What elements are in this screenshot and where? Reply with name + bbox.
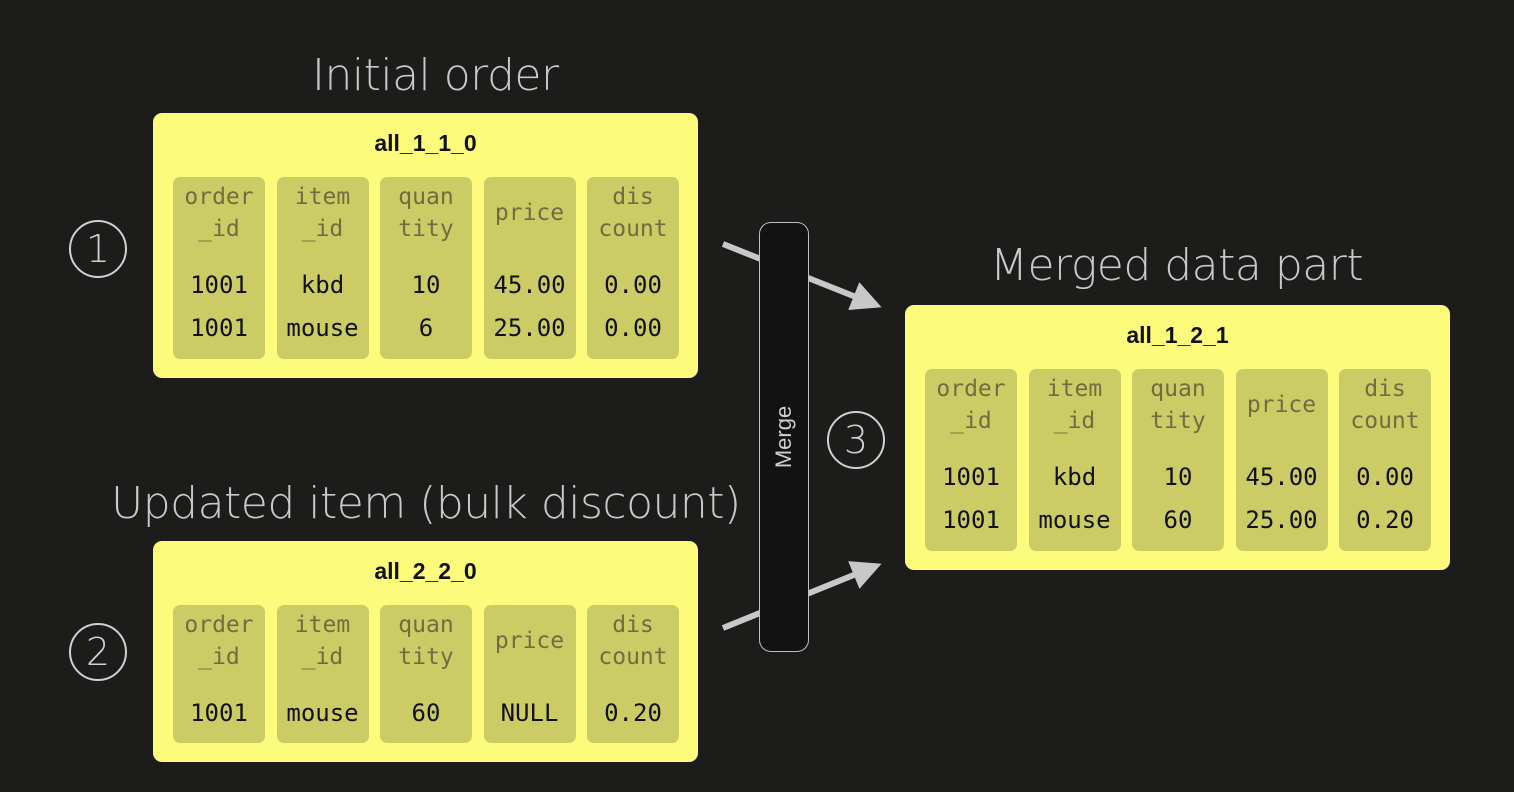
column-discount: dis count 0.00 0.00 <box>587 177 679 359</box>
column-header-line: tity <box>398 644 454 670</box>
column-header-line: price <box>1246 392 1317 418</box>
cell-discount: 0.20 <box>604 699 662 727</box>
column-header: dis count <box>1339 373 1431 437</box>
column-header-line: dis <box>1364 376 1406 402</box>
column-header-line: _id <box>198 216 240 242</box>
column-order-id: order _id 1001 <box>173 605 265 743</box>
column-header-line: quan <box>398 612 454 638</box>
column-header: quan tity <box>380 609 472 673</box>
cell-discount: 0.00 <box>604 271 662 299</box>
column-header-line: _id <box>301 644 344 670</box>
column-header-line: order <box>184 184 254 210</box>
column-header-line: item <box>294 612 351 638</box>
cell-item-id: mouse <box>286 699 359 727</box>
cell-item-id: mouse <box>1038 506 1111 534</box>
cell-quantity: 60 <box>1163 506 1193 534</box>
column-header-line: price <box>494 200 565 226</box>
column-header-line: count <box>598 216 668 242</box>
column-header-line: dis <box>612 612 654 638</box>
column-header-line: item <box>1046 376 1103 402</box>
part-name: all_1_1_0 <box>374 130 477 156</box>
part-name: all_1_2_1 <box>1126 322 1229 348</box>
column-header-line: _id <box>301 216 344 242</box>
cell-discount: 0.00 <box>1356 463 1414 491</box>
column-header-line: _id <box>1053 408 1096 434</box>
cell-quantity: 6 <box>418 314 434 342</box>
column-header-line: count <box>1350 408 1420 434</box>
column-header: price <box>484 625 576 657</box>
column-quantity: quan tity 10 60 <box>1132 369 1224 551</box>
cell-quantity: 10 <box>1163 463 1193 491</box>
cell-quantity: 10 <box>411 271 441 299</box>
column-header-line: _id <box>198 644 240 670</box>
step-2-circle: 2 <box>69 623 127 681</box>
cell-order-id: 1001 <box>190 271 248 299</box>
step-1-circle: 1 <box>69 220 127 278</box>
column-order-id: order _id 1001 1001 <box>925 369 1017 551</box>
column-header-line: _id <box>950 408 992 434</box>
column-header-line: quan <box>1150 376 1206 402</box>
column-quantity: quan tity 10 6 <box>380 177 472 359</box>
column-header: dis count <box>587 609 679 673</box>
heading-initial-order: Initial order <box>312 50 559 101</box>
cell-discount: 0.20 <box>1356 506 1414 534</box>
column-header-line: quan <box>398 184 454 210</box>
cell-item-id: kbd <box>300 271 345 299</box>
part-name: all_2_2_0 <box>374 558 477 584</box>
cell-price: 45.00 <box>493 271 566 299</box>
cell-order-id: 1001 <box>942 506 1000 534</box>
column-price: price 45.00 25.00 <box>483 177 576 359</box>
column-discount: dis count 0.00 0.20 <box>1339 369 1431 551</box>
column-header-line: price <box>494 628 565 654</box>
cell-price: 25.00 <box>493 314 566 342</box>
cell-quantity: 60 <box>411 699 441 727</box>
column-header: item _id <box>277 181 369 245</box>
column-header-line: tity <box>1150 408 1206 434</box>
cell-price: 45.00 <box>1245 463 1318 491</box>
cell-price: 25.00 <box>1245 506 1318 534</box>
column-header: order _id <box>173 609 265 673</box>
column-header-line: item <box>294 184 351 210</box>
column-quantity: quan tity 60 <box>380 605 472 743</box>
heading-updated-item: Updated item (bulk discount) <box>111 478 741 529</box>
column-price: price 45.00 25.00 <box>1235 369 1328 551</box>
column-header: price <box>1236 389 1328 421</box>
merge-bar: Merge <box>759 222 809 652</box>
cell-discount: 0.00 <box>604 314 662 342</box>
column-header-line: count <box>598 644 668 670</box>
column-header: quan tity <box>1132 373 1224 437</box>
cell-order-id: 1001 <box>190 699 248 727</box>
column-header-line: order <box>184 612 254 638</box>
column-header: price <box>484 197 576 229</box>
column-header: dis count <box>587 181 679 245</box>
column-header-line: tity <box>398 216 454 242</box>
cell-order-id: 1001 <box>190 314 248 342</box>
column-discount: dis count 0.20 <box>587 605 679 743</box>
cell-price: NULL <box>500 699 559 727</box>
cell-item-id: kbd <box>1052 463 1097 491</box>
cell-item-id: mouse <box>286 314 359 342</box>
heading-merged-data-part: Merged data part <box>990 240 1364 291</box>
cell-order-id: 1001 <box>942 463 1000 491</box>
column-header: item _id <box>1029 373 1121 437</box>
step-3-circle: 3 <box>827 411 885 469</box>
column-header: order _id <box>925 373 1017 437</box>
column-header: quan tity <box>380 181 472 245</box>
column-header-line: order <box>936 376 1006 402</box>
column-header-line: dis <box>612 184 654 210</box>
column-header: item _id <box>277 609 369 673</box>
column-header: order _id <box>173 181 265 245</box>
column-order-id: order _id 1001 1001 <box>173 177 265 359</box>
merge-label: Merge <box>771 405 796 469</box>
